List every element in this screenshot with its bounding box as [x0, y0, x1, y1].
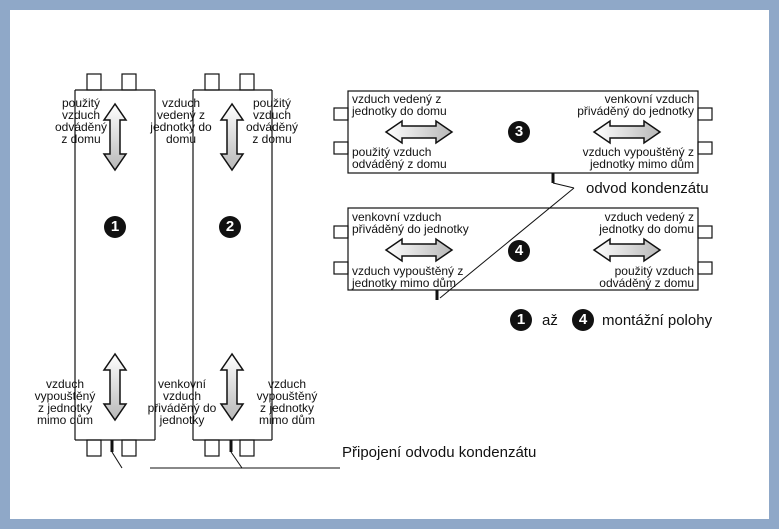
unit-3-bottom-left-label: použitý vzduch odváděný z domu [352, 145, 447, 171]
unit-4-bottom-left-label: vzduch vypouštěný z jednotky mimo dům [352, 264, 464, 290]
unit-3-left-arrow [384, 119, 454, 145]
unit-1-bottom-arrow [102, 352, 128, 422]
unit-3-top-right-label: venkovní vzduch přiváděný do jednotky [577, 92, 694, 118]
unit-2-top-right-label: použitý vzduch odváděný z domu [245, 96, 299, 146]
unit-2-badge: 2 [219, 216, 241, 238]
unit-4-badge: 4 [508, 240, 530, 262]
unit-1-top-left-label: použitý vzduch odváděný z domu [54, 96, 108, 146]
condensate-drain-label: odvod kondenzátu [586, 180, 709, 197]
unit-4-top-left-label: venkovní vzduch přiváděný do jednotky [352, 210, 469, 236]
legend-badge-to: 4 [572, 309, 594, 331]
unit-3-right-arrow [592, 119, 662, 145]
unit-3-badge: 3 [508, 121, 530, 143]
unit-2-bottom-right-label: vzduch vypouštěný z jednotky mimo dům [256, 377, 318, 427]
legend-badge-from: 1 [510, 309, 532, 331]
unit-3-bottom-right-label: vzduch vypouštěný z jednotky mimo dům [582, 145, 694, 171]
unit-4-bottom-right-label: použitý vzduch odváděný z domu [599, 264, 694, 290]
diagram-panel [10, 10, 769, 519]
unit-2-bottom-arrow [219, 352, 245, 422]
legend-text: montážní polohy [602, 312, 713, 329]
diagram-lines [74, 73, 713, 469]
unit-1-top-arrow [102, 102, 128, 172]
unit-3-outline [333, 90, 713, 183]
unit-4-top-right-label: vzduch vedený z jednotky do domu [599, 210, 694, 236]
legend-to-word: až [542, 312, 558, 329]
unit-2-top-arrow [219, 102, 245, 172]
unit-2-top-left-label: vzduch vedený z jednotky do domu [150, 96, 212, 146]
unit-2-bottom-left-label: venkovní vzduch přiváděný do jednotky [147, 377, 217, 427]
unit-4-left-arrow [384, 237, 454, 263]
unit-4-outline [333, 207, 713, 300]
unit-2-outline [192, 73, 273, 457]
condensate-connection-label: Připojení odvodu kondenzátu [342, 444, 537, 461]
unit-1-badge: 1 [104, 216, 126, 238]
unit-1-bottom-left-label: vzduch vypouštěný z jednotky mimo dům [34, 377, 96, 427]
unit-4-right-arrow [592, 237, 662, 263]
unit-3-top-left-label: vzduch vedený z jednotky do domu [352, 92, 447, 118]
unit-1-outline [74, 73, 156, 457]
